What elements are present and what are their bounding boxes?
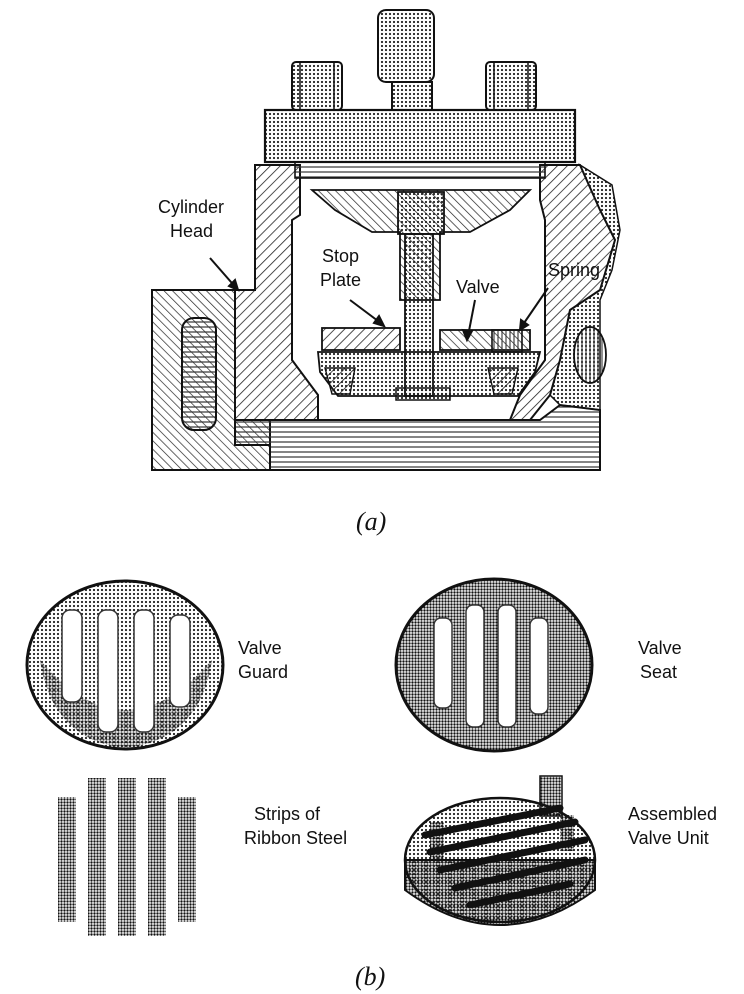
cylinder-head-line1: Cylinder [158,197,224,217]
valve-guard-line1: Valve [238,638,282,658]
caption-a: (a) [356,507,386,536]
label-stop-plate: Stop Plate [320,246,361,290]
label-valve-guard: Valve Guard [238,638,288,682]
label-assembled-unit: Assembled Valve Unit [628,804,717,848]
caption-b: (b) [355,962,385,991]
label-valve: Valve [456,277,500,297]
label-valve-seat: Valve Seat [638,638,682,682]
cross-section-drawing [151,9,621,471]
assembled-unit-line1: Assembled [628,804,717,824]
cylinder-head-line2: Head [170,221,213,241]
valve-seat-line2: Seat [640,662,677,682]
ribbon-strips-line2: Ribbon Steel [244,828,347,848]
label-ribbon-strips: Strips of Ribbon Steel [244,804,347,848]
ribbon-strips-drawing [58,778,196,936]
label-cylinder-head: Cylinder Head [158,197,224,241]
valve-seat-drawing [394,577,594,753]
valve-guard-line2: Guard [238,662,288,682]
stop-plate-line2: Plate [320,270,361,290]
ribbon-strips-line1: Strips of [254,804,321,824]
valve-guard-drawing [25,579,225,751]
leader-lines-a [209,257,549,343]
label-spring: Spring [548,260,600,280]
assembled-unit-line2: Valve Unit [628,828,709,848]
stop-plate-line1: Stop [322,246,359,266]
assembled-unit-drawing [403,775,597,926]
valve-seat-line1: Valve [638,638,682,658]
